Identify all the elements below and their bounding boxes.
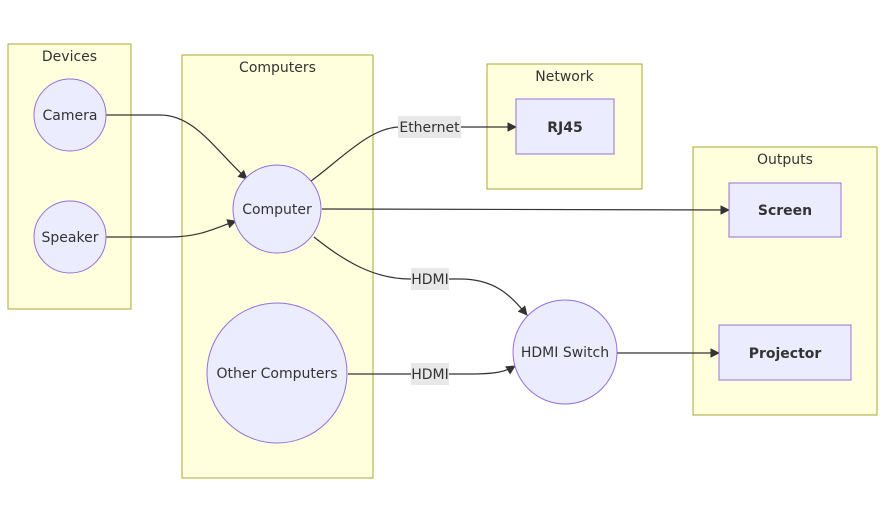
- cluster-network-label: Network: [535, 69, 594, 85]
- node-projector: Projector: [718, 324, 852, 381]
- cluster-computers-label: Computers: [239, 60, 316, 76]
- node-rj45: RJ45: [515, 98, 615, 155]
- svg-text:Screen: Screen: [758, 203, 812, 219]
- edge-label-ethernet: Ethernet: [398, 116, 461, 138]
- svg-text:HDMI Switch: HDMI Switch: [521, 345, 609, 361]
- svg-text:Camera: Camera: [43, 108, 98, 124]
- edge-computer-to-rj45: [310, 122, 517, 182]
- edge-speaker-to-computer: [106, 219, 237, 238]
- edge-other-computers-to-hdmi-switch: [348, 365, 516, 375]
- edges: [106, 114, 730, 375]
- svg-text:HDMI: HDMI: [411, 272, 449, 288]
- edge-label-hdmi-other-computers: HDMI: [411, 363, 449, 385]
- cluster-devices-label: Devices: [42, 49, 97, 65]
- edge-camera-to-computer: [106, 114, 248, 180]
- node-speaker: Speaker: [33, 200, 107, 274]
- edge-label-hdmi-computer: HDMI: [411, 268, 449, 290]
- svg-text:HDMI: HDMI: [411, 367, 449, 383]
- svg-text:RJ45: RJ45: [547, 120, 582, 136]
- node-camera: Camera: [33, 78, 107, 152]
- node-hdmi-switch: HDMI Switch: [512, 299, 618, 405]
- edge-computer-to-screen: [321, 205, 730, 215]
- svg-text:Projector: Projector: [749, 346, 822, 362]
- cluster-outputs-label: Outputs: [757, 152, 813, 168]
- svg-text:Computer: Computer: [242, 202, 312, 218]
- svg-text:Speaker: Speaker: [42, 230, 99, 246]
- svg-text:Other Computers: Other Computers: [216, 366, 337, 382]
- edge-computer-to-hdmi-switch: [313, 236, 528, 316]
- svg-text:Ethernet: Ethernet: [399, 120, 460, 136]
- node-computer: Computer: [232, 164, 322, 254]
- node-screen: Screen: [728, 182, 842, 238]
- node-other-computers: Other Computers: [206, 302, 348, 444]
